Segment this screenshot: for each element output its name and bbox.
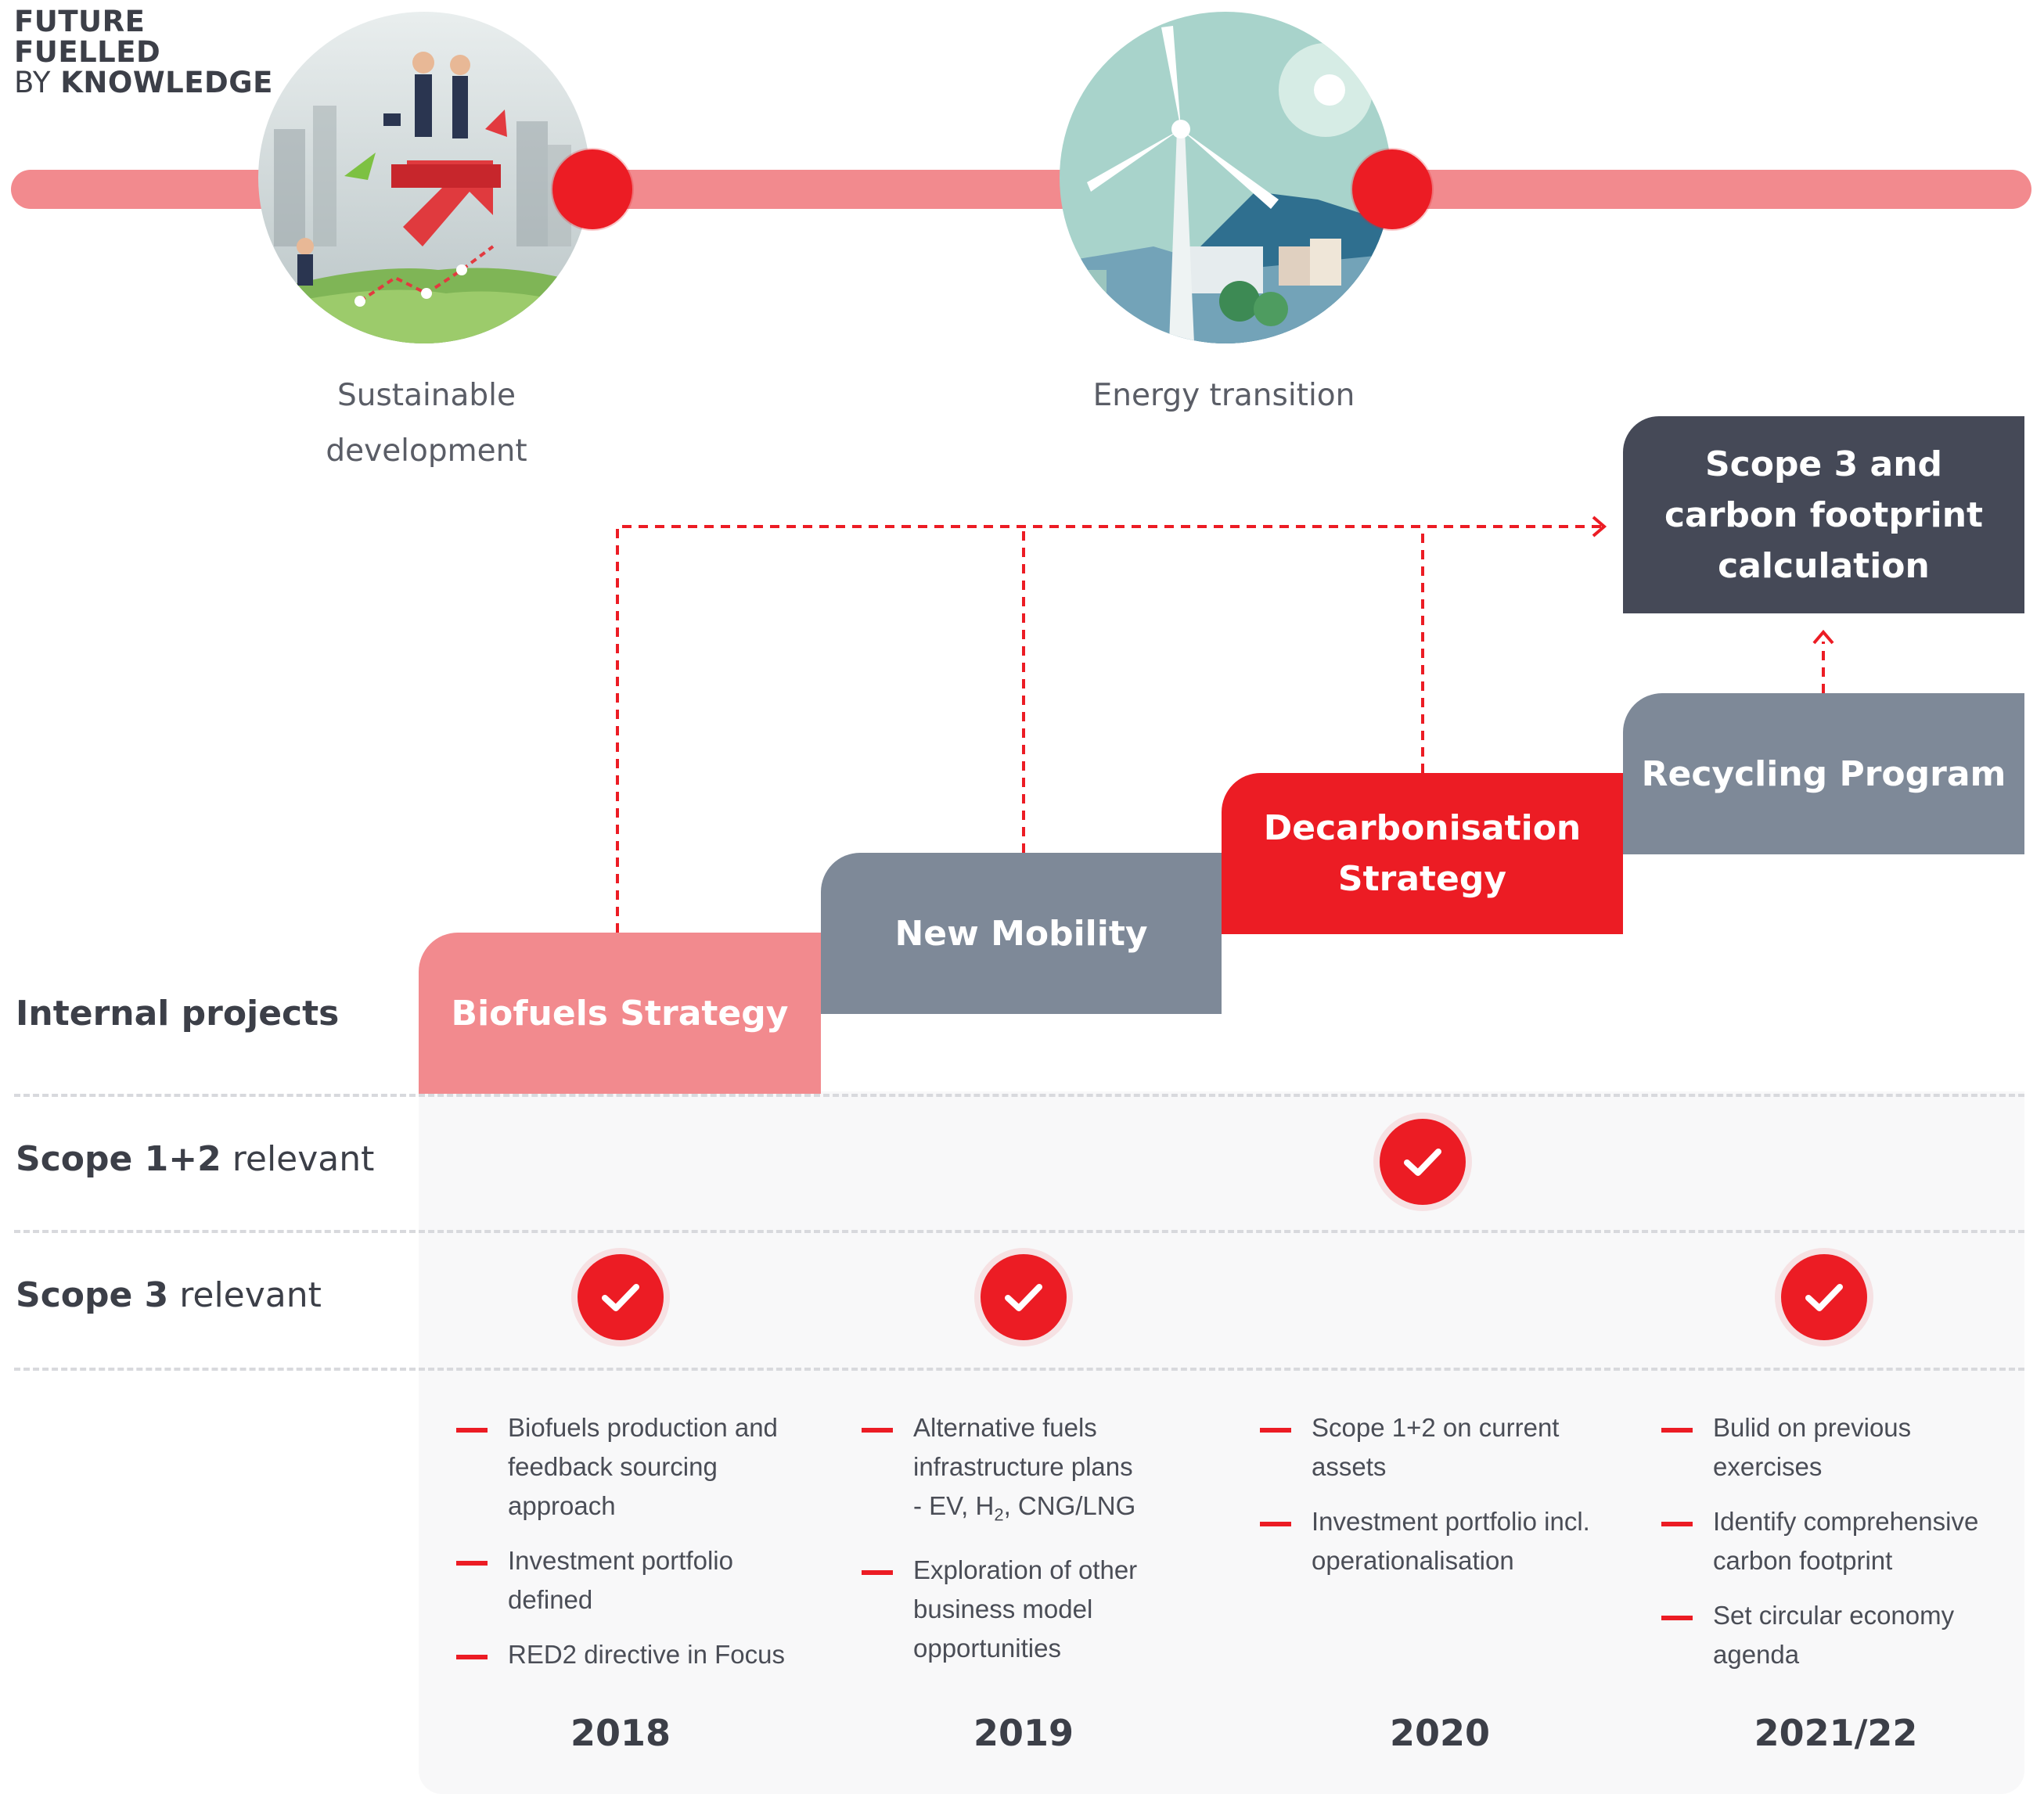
step-decarb-line-1: Decarbonisation [1263, 808, 1582, 848]
bullet-text: Identify comprehensive carbon footprint [1713, 1507, 1979, 1575]
bullet-text: RED2 directive in Focus [508, 1640, 785, 1669]
bullet-text: Investment portfolio defined [508, 1546, 733, 1614]
bullets-2021-22: Bulid on previous exercises Identify com… [1661, 1408, 2013, 1690]
bullet-item: Scope 1+2 on current assets [1260, 1408, 1596, 1487]
step-biofuels-strategy: Biofuels Strategy [419, 933, 821, 1094]
brand-logo: FUTURE FUELLED BY KNOWLEDGE [14, 6, 273, 98]
row-label-scope3: Scope 3 relevant [16, 1275, 322, 1315]
dash-icon [456, 1428, 488, 1433]
bullet-item: Bulid on previous exercises [1661, 1408, 2013, 1487]
row-label-scope12-bold: Scope 1+2 [16, 1139, 221, 1179]
bullet-text: Biofuels production and feedback sourcin… [508, 1413, 778, 1520]
step-scope3-carbon-footprint: Scope 3 and carbon footprint calculation [1623, 416, 2024, 613]
bullets-2019: Alternative fuels infrastructure plans - … [862, 1408, 1198, 1684]
row-separator-2 [14, 1230, 2024, 1233]
bullet-item: RED2 directive in Focus [456, 1635, 793, 1674]
topic-sustainable-line-2: development [326, 433, 527, 469]
bullet-item: Set circular economy agenda [1661, 1596, 2013, 1674]
row-label-scope3-rest: relevant [168, 1275, 322, 1315]
brand-line-3: BY KNOWLEDGE [14, 67, 273, 98]
step-mobility-label: New Mobility [894, 913, 1148, 954]
dash-icon [1260, 1522, 1291, 1526]
step-decarb-line-2: Strategy [1337, 859, 1507, 899]
bullet-text: Set circular economy agenda [1713, 1601, 1955, 1669]
bullets-2020: Scope 1+2 on current assets Investment p… [1260, 1408, 1596, 1596]
brand-line-3-bold: KNOWLEDGE [60, 66, 273, 99]
scope12-check-2020 [1380, 1119, 1466, 1205]
bullet-item: Alternative fuels infrastructure plans - … [862, 1408, 1198, 1535]
year-2019: 2019 [973, 1712, 1074, 1754]
checkmark-icon [1805, 1284, 1843, 1311]
topic-energy-transition: Energy transition [1067, 368, 1380, 423]
dash-icon [862, 1428, 893, 1433]
step-new-mobility: New Mobility [821, 853, 1222, 1014]
bullet-text: Scope 1+2 on current assets [1312, 1413, 1560, 1481]
bullet-text-extra-prefix: - EV, H [913, 1491, 995, 1520]
year-2018: 2018 [570, 1712, 671, 1754]
bullet-item: Exploration of other business model oppo… [862, 1551, 1198, 1668]
dash-icon [456, 1561, 488, 1566]
checkmark-icon [602, 1284, 639, 1311]
bullet-text-extra-sub: 2 [994, 1505, 1004, 1525]
bullet-text: Exploration of other business model oppo… [913, 1555, 1138, 1663]
checkmark-icon [1404, 1149, 1441, 1176]
bullet-text: Alternative fuels infrastructure plans [913, 1413, 1133, 1481]
year-2020: 2020 [1389, 1712, 1491, 1754]
bullet-item: Identify comprehensive carbon footprint [1661, 1502, 2013, 1580]
step-decarbonisation-strategy: Decarbonisation Strategy [1222, 773, 1623, 934]
year-2021-22: 2021/22 [1754, 1712, 1918, 1754]
dash-icon [862, 1569, 893, 1575]
scope3-check-2021-22 [1781, 1254, 1867, 1340]
step-scope3-line-1: Scope 3 and [1704, 444, 1943, 484]
bullets-2018: Biofuels production and feedback sourcin… [456, 1408, 793, 1690]
scope3-check-2018 [578, 1254, 664, 1340]
topic-sustainable-line-1: Sustainable [336, 378, 516, 413]
bullet-item: Investment portfolio incl. operationalis… [1260, 1502, 1596, 1580]
connector-arrowhead-up [1812, 629, 1834, 645]
brand-line-2: FUELLED [14, 35, 161, 69]
bullet-item: Biofuels production and feedback sourcin… [456, 1408, 793, 1526]
row-label-scope12: Scope 1+2 relevant [16, 1139, 374, 1179]
dash-icon [1661, 1428, 1693, 1433]
row-label-scope3-bold: Scope 3 [16, 1275, 169, 1315]
timeline-dot-energy [1352, 149, 1432, 229]
step-scope3-line-2: carbon footprint [1664, 494, 1984, 535]
row-separator-1 [14, 1094, 2024, 1097]
bullet-text-extra-suffix: , CNG/LNG [1003, 1491, 1136, 1520]
timeline-panel [419, 1091, 2024, 1794]
scope3-check-2019 [981, 1254, 1067, 1340]
brand-line-3-prefix: BY [14, 66, 61, 99]
row-label-internal-text: Internal projects [16, 994, 340, 1034]
brand-line-1: FUTURE [14, 5, 146, 38]
timeline-dot-sustainable [552, 149, 632, 229]
dash-icon [1661, 1522, 1693, 1526]
checkmark-icon [1005, 1284, 1042, 1311]
step-biofuels-label: Biofuels Strategy [451, 993, 789, 1034]
people-on-arrow-illustration [258, 12, 590, 343]
bullet-text: Bulid on previous exercises [1713, 1413, 1912, 1481]
connector-biofuels-line [616, 525, 1603, 933]
dash-icon [456, 1655, 488, 1659]
step-scope3-line-3: calculation [1718, 545, 1930, 586]
row-separator-3 [14, 1368, 2024, 1371]
bullet-text: Investment portfolio incl. operationalis… [1312, 1507, 1590, 1575]
topic-energy-line-1: Energy transition [1092, 378, 1355, 413]
row-label-scope12-rest: relevant [221, 1139, 375, 1179]
step-recycling-label: Recycling Program [1641, 753, 2006, 794]
connector-arrowhead-right [1592, 516, 1607, 537]
row-label-internal-projects: Internal projects [16, 994, 339, 1034]
step-recycling-program: Recycling Program [1623, 693, 2024, 854]
dash-icon [1661, 1616, 1693, 1620]
bullet-item: Investment portfolio defined [456, 1541, 793, 1620]
topic-sustainable-development: Sustainable development [270, 368, 583, 479]
dash-icon [1260, 1428, 1291, 1433]
